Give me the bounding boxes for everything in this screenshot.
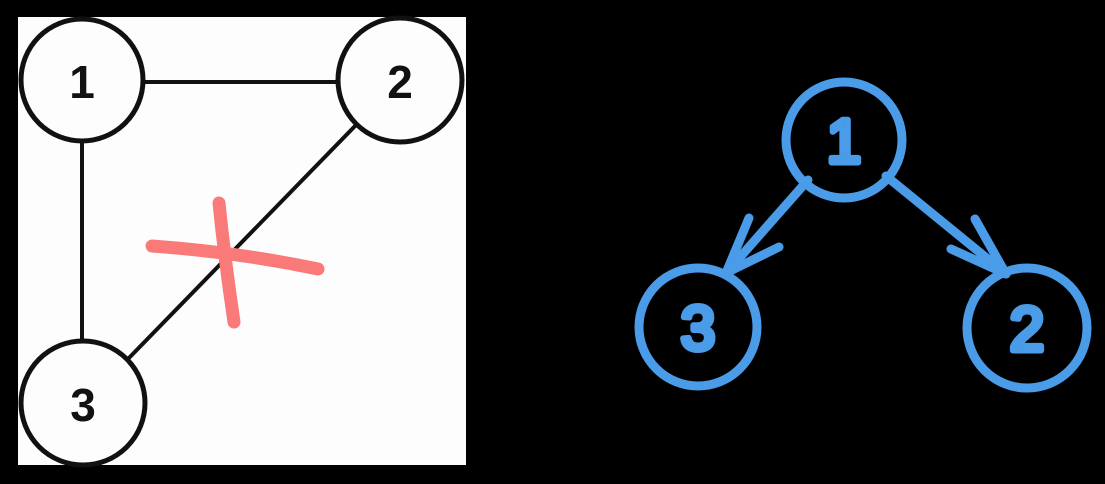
- arrow-1-to-3: [721, 175, 813, 278]
- graph-node-2-circle: [335, 15, 465, 145]
- graph-node-3-circle: [18, 338, 148, 468]
- arrow-1-to-3-head-upper: [721, 213, 754, 278]
- red-cross-out-icon: [145, 196, 325, 329]
- tree-nodes: 1 3 2: [634, 77, 1092, 393]
- arrow-1-to-3-shaft: [722, 175, 813, 277]
- arrow-1-to-2: [881, 171, 1011, 279]
- graph-edges: [80, 80, 359, 362]
- arrow-1-to-2-shaft: [881, 171, 1010, 278]
- graph-nodes: 1 2 3: [18, 15, 465, 468]
- arrow-1-to-3-head-lower: [721, 242, 784, 278]
- tree-node-2-circle: [962, 263, 1092, 393]
- tree-arrows: [721, 171, 1011, 279]
- arrow-1-to-2-head-lower: [946, 244, 1011, 279]
- graph-node-3-label: 3: [70, 379, 96, 431]
- tree-node-2-label: 2: [1010, 296, 1044, 365]
- graph-node-2-label: 2: [387, 56, 413, 108]
- graph-node-1-circle: [18, 16, 146, 144]
- tree-node-3-circle: [634, 263, 762, 391]
- graph-node-1-label: 1: [69, 56, 95, 108]
- edge-3-2: [125, 122, 359, 362]
- cross-out-stroke-horizontal: [145, 239, 325, 276]
- tree-node-1-circle: [781, 77, 907, 203]
- undirected-graph-drawing: 1 2 3: [18, 15, 465, 468]
- tree-node-3-label: 3: [681, 295, 715, 364]
- tree-node-1-label: 1: [827, 108, 861, 177]
- arrow-1-to-2-head-upper: [970, 214, 1011, 279]
- cross-out-stroke-vertical: [212, 196, 241, 329]
